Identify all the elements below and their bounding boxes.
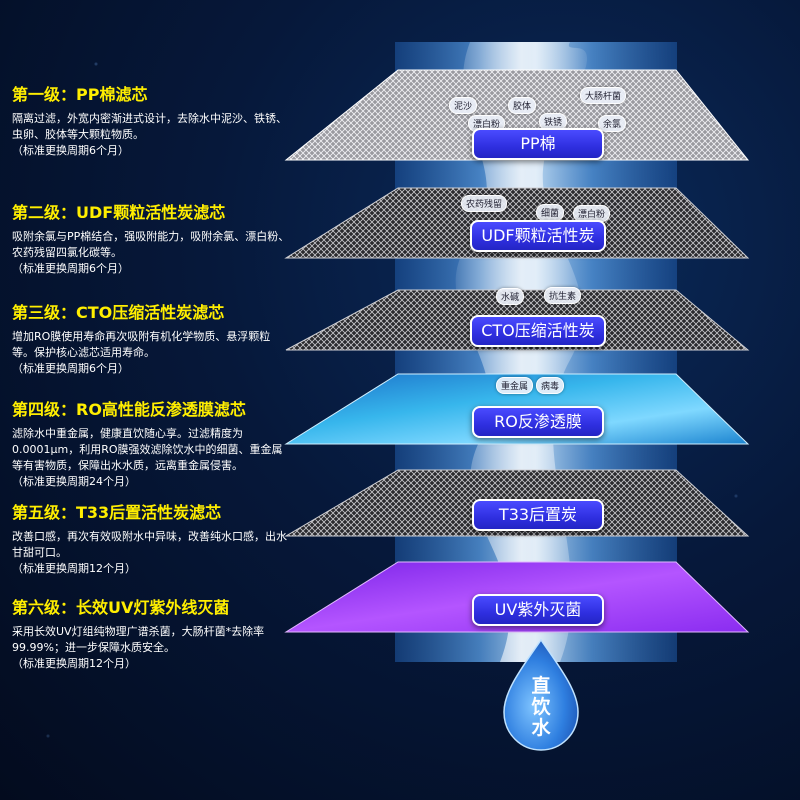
layer-label-pp: PP棉	[472, 128, 604, 160]
layer-label-udf: UDF颗粒活性炭	[470, 220, 606, 252]
drop-label: 直饮水	[531, 675, 551, 739]
stage-1-title: 第一级：PP棉滤芯	[12, 85, 148, 104]
layer-label-ro: RO反渗透膜	[472, 406, 604, 438]
contaminant-sand: 泥沙	[449, 97, 478, 114]
contaminant-antibiotic: 抗生素	[544, 287, 582, 304]
stage-5-text: 改善口感，再次有效吸附水中异味，改善纯水口感，出水甘甜可口。	[12, 530, 287, 559]
stage-1-text: 隔离过滤，外宽内密渐进式设计，去除水中泥沙、铁锈、虫卵、胶体等大颗粒物质。	[12, 112, 287, 141]
stage-3-cycle: （标准更换周期6个月）	[12, 362, 129, 375]
stage-5-title: 第五级：T33后置活性炭滤芯	[12, 503, 222, 522]
stage-1-description: 第一级：PP棉滤芯 隔离过滤，外宽内密渐进式设计，去除水中泥沙、铁锈、虫卵、胶体…	[12, 85, 292, 159]
stage-2-cycle: （标准更换周期6个月）	[12, 262, 129, 275]
stage-6-description: 第六级：长效UV灯紫外线灭菌 采用长效UV灯组纯物理广谱杀菌，大肠杆菌*去除率9…	[12, 598, 292, 672]
stage-6-title: 第六级：长效UV灯紫外线灭菌	[12, 598, 230, 617]
stage-3-description: 第三级：CTO压缩活性炭滤芯 增加RO膜使用寿命再次吸附有机化学物质、悬浮颗粒等…	[12, 303, 292, 377]
stage-4-cycle: （标准更换周期24个月）	[12, 475, 136, 488]
contaminant-bleach-2: 漂白粉	[573, 205, 611, 222]
layer-label-t33: T33后置炭	[472, 499, 604, 531]
contaminant-bacteria: 细菌	[536, 204, 565, 221]
contaminant-colloid: 胶体	[508, 97, 537, 114]
stage-4-description: 第四级：RO高性能反渗透膜滤芯 滤除水中重金属，健康直饮随心享。过滤精度为0.0…	[12, 400, 292, 490]
stage-5-description: 第五级：T33后置活性炭滤芯 改善口感，再次有效吸附水中异味，改善纯水口感，出水…	[12, 503, 292, 577]
layer-label-uv: UV紫外灭菌	[472, 594, 604, 626]
stage-2-title: 第二级：UDF颗粒活性炭滤芯	[12, 203, 226, 222]
contaminant-heavy-metal: 重金属	[496, 377, 534, 394]
contaminant-chlorine: 余氯	[598, 115, 627, 132]
stage-3-text: 增加RO膜使用寿命再次吸附有机化学物质、悬浮颗粒等。保护核心滤芯适用寿命。	[12, 330, 271, 359]
stage-3-title: 第三级：CTO压缩活性炭滤芯	[12, 303, 225, 322]
stage-5-cycle: （标准更换周期12个月）	[12, 562, 136, 575]
stage-1-cycle: （标准更换周期6个月）	[12, 144, 129, 157]
stage-2-text: 吸附余氯与PP棉结合，强吸附能力，吸附余氯、漂白粉、农药残留四氯化碳等。	[12, 230, 290, 259]
stage-4-title: 第四级：RO高性能反渗透膜滤芯	[12, 400, 246, 419]
stage-6-cycle: （标准更换周期12个月）	[12, 657, 136, 670]
contaminant-ecoli: 大肠杆菌	[580, 87, 627, 104]
stage-4-text: 滤除水中重金属，健康直饮随心享。过滤精度为0.0001μm，利用RO膜强效滤除饮…	[12, 427, 283, 472]
stage-6-text: 采用长效UV灯组纯物理广谱杀菌，大肠杆菌*去除率99.99%；进一步保障水质安全…	[12, 625, 265, 654]
contaminant-virus: 病毒	[536, 377, 565, 394]
contaminant-scale: 水碱	[496, 288, 525, 305]
stage-2-description: 第二级：UDF颗粒活性炭滤芯 吸附余氯与PP棉结合，强吸附能力，吸附余氯、漂白粉…	[12, 203, 292, 277]
layer-label-cto: CTO压缩活性炭	[470, 315, 606, 347]
contaminant-pesticide: 农药残留	[461, 195, 508, 212]
